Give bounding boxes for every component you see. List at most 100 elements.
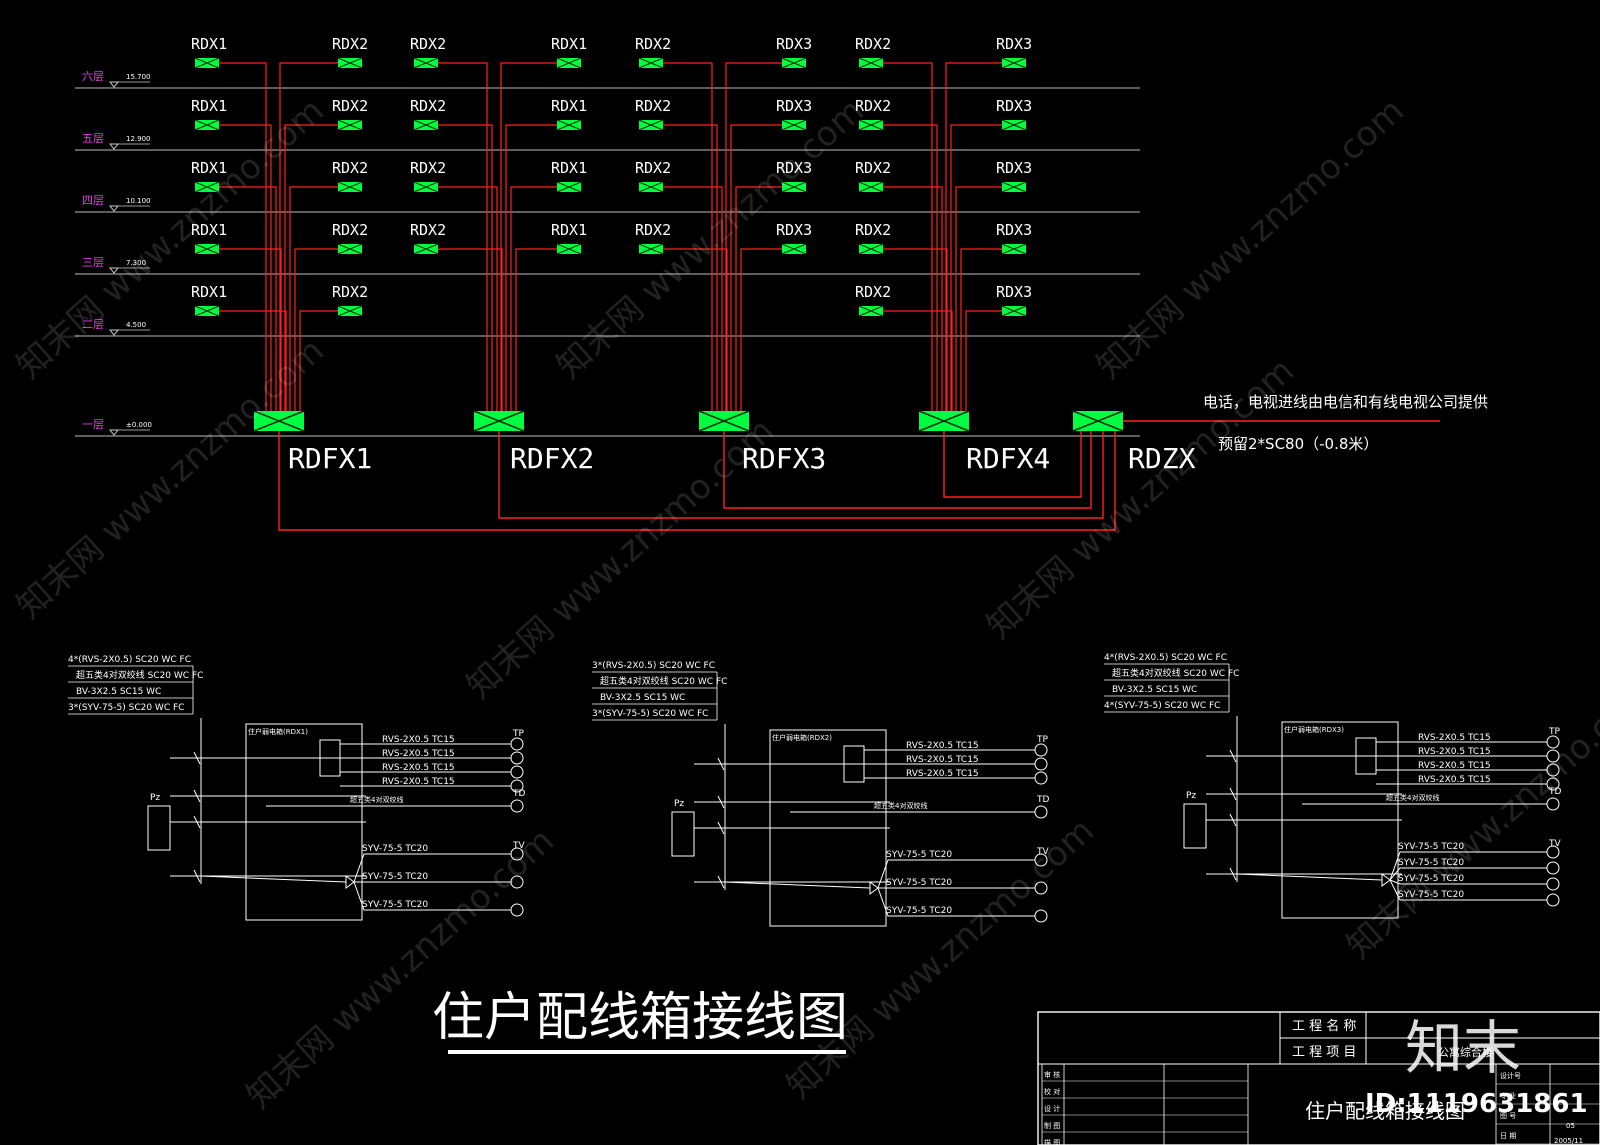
tv-circuit [1389,851,1547,881]
riser-box-label: RDX2 [635,35,671,53]
drawing-date: 2005/11 [1554,1137,1583,1145]
riser-box-label: RDX2 [332,283,368,301]
riser-box-label: RDX1 [191,97,227,115]
outlet-box-icon [638,243,664,255]
sheet-number: 05 [1566,1122,1575,1130]
tv-cable-spec: SYV-75-5 TC20 [362,844,428,854]
interconnect-wire [278,431,1116,531]
tv-circuit [353,881,511,911]
pz-label: Pz [674,799,684,809]
interconnect-wire [943,431,1082,498]
outlet-box-icon [781,119,807,131]
outlet-box-icon [781,181,807,193]
td-cable-spec: 超五类4对双绞线 [350,795,403,804]
elevation-marker-icon [108,205,120,212]
outlet-box-icon [194,57,220,69]
riser-wire [510,186,557,415]
signoff-row-label: 校 对 [1044,1087,1060,1096]
tv-circuit [353,853,511,883]
floor-elevation: 12.900 [126,135,151,143]
tick-mark [193,789,201,803]
tp-outlet-icon [1034,743,1048,757]
riser-box-label: RDX1 [551,35,587,53]
feeder-spec: BV-3X2.5 SC15 WC [1112,685,1197,695]
tp-outlet-icon [510,737,524,751]
riser-box-label: RDX3 [776,97,812,115]
tv-outlet-icon [1546,861,1560,875]
riser-box-label: RDX2 [332,97,368,115]
floor-elevation: 4.500 [126,321,146,329]
riser-wire [219,62,267,415]
tv-cable-spec: SYV-75-5 TC20 [886,878,952,888]
riser-wire [515,248,557,415]
distribution-box-icon [1072,410,1124,432]
tp-cable-spec: RVS-2X0.5 TC15 [1418,775,1491,785]
tv-cable-spec: SYV-75-5 TC20 [886,850,952,860]
td-label: TD [1548,787,1561,797]
tv-outlet-icon [510,875,524,889]
riser-box-label: RDX3 [776,221,812,239]
riser-wire [960,248,1002,415]
td-outlet-icon [510,799,524,813]
watermark-text: 知末网 www.znzmo.com [239,821,561,1117]
outlet-box-icon [781,57,807,69]
feeder-spec: BV-3X2.5 SC15 WC [76,687,161,697]
distribution-box-label: RDFX4 [966,442,1050,475]
riser-wire [505,124,557,415]
pz-socket [1183,803,1207,849]
outlet-box-icon [858,305,884,317]
td-outlet-icon [1034,805,1048,819]
distribution-box-label: RDZX [1128,442,1196,475]
tv-outlet-icon [1034,881,1048,895]
outlet-box-icon [858,243,884,255]
tick-mark [1229,813,1237,827]
elevation-marker-icon [108,143,120,150]
tp-cable-spec: RVS-2X0.5 TC15 [1418,733,1491,743]
riser-wire [663,62,713,415]
distribution-box-icon [253,410,305,432]
riser-wire [730,124,782,415]
riser-wire [663,248,728,415]
floor-name: 五层 [82,132,104,145]
outlet-box-icon [556,119,582,131]
riser-box-label: RDX1 [191,283,227,301]
signoff-row-label: 描 图 [1044,1138,1060,1145]
tv-circuit [1389,879,1547,885]
outlet-box-icon [781,243,807,255]
distribution-box-icon [918,410,970,432]
box-label: 住户弱电箱(RDX1) [248,727,308,736]
tv-feed [724,881,871,889]
outlet-box-icon [413,119,439,131]
outlet-box-icon [1001,181,1027,193]
feeder-spec: 3*(SYV-75-5) SC20 WC FC [592,709,708,719]
tv-circuit [1389,867,1547,881]
riser-wire [955,186,1002,415]
td-outlet-icon [1546,797,1560,811]
feeder-spec: 超五类4对双绞线 SC20 WC FC [1112,667,1239,679]
tick-mark [1229,749,1237,763]
signoff-row-label: 制 图 [1044,1121,1060,1130]
riser-box-label: RDX3 [996,97,1032,115]
riser-box-label: RDX1 [551,159,587,177]
tv-outlet-icon [510,903,524,917]
riser-wire [663,124,718,415]
tv-feed [200,875,347,883]
outlet-box-icon [556,243,582,255]
outlet-box-icon [556,57,582,69]
tp-outlet-icon [510,751,524,765]
riser-wire [219,310,287,415]
pz-socket [147,805,171,851]
tv-outlet-icon [1034,909,1048,923]
riser-wire [294,248,338,415]
riser-box-label: RDX2 [855,283,891,301]
interconnect-wire [723,431,1092,509]
riser-wire [284,124,338,415]
riser-box-label: RDX2 [332,159,368,177]
outlet-box-icon [858,181,884,193]
info-row-label: 设计号 [1500,1071,1521,1080]
outlet-box-icon [194,181,220,193]
tv-label: TV [1548,839,1561,849]
